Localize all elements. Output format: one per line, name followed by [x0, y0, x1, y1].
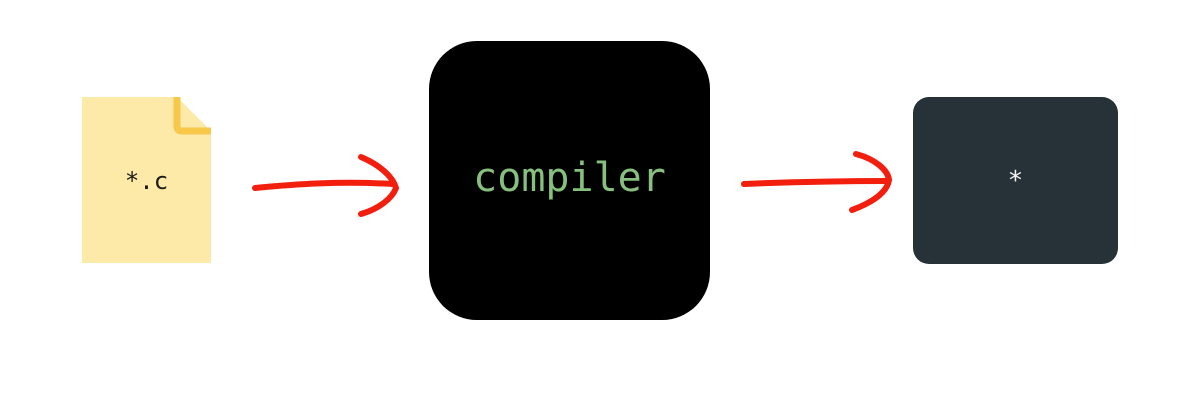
arrow-compiler-to-output — [741, 151, 892, 213]
document-fold — [173, 97, 211, 135]
arrow-shaft-2 — [741, 178, 890, 187]
arrow-source-to-compiler — [252, 154, 399, 217]
source-file-node: *.c — [82, 97, 211, 263]
document-icon — [82, 97, 211, 263]
output-label: * — [1007, 165, 1024, 196]
compiler-label: compiler — [473, 154, 666, 201]
arrow-shaft-1 — [252, 179, 396, 191]
arrow-head-1 — [358, 154, 399, 217]
source-file-label: *.c — [124, 167, 169, 195]
document-body — [82, 97, 211, 263]
output-node: * — [913, 97, 1118, 264]
compiler-node: compiler — [429, 41, 710, 320]
arrow-head-2 — [849, 151, 892, 213]
